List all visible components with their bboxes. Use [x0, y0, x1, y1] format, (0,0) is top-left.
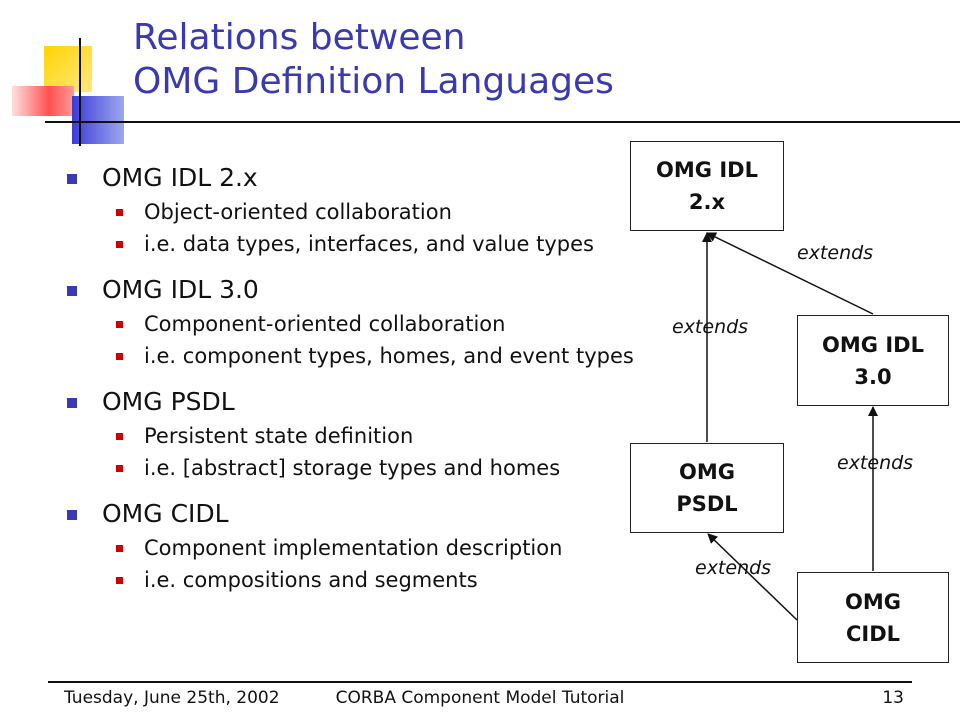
bullet-square-icon — [116, 321, 123, 328]
list-item: Component implementation description — [114, 532, 704, 564]
bullet-square-icon — [67, 398, 77, 408]
arrow-cidl-to-psdl — [707, 533, 798, 621]
section-idl2: OMG IDL 2.x Object-oriented collaboratio… — [64, 160, 704, 260]
section-heading-text: OMG IDL 3.0 — [102, 275, 259, 304]
node-omg-psdl: OMG PSDL — [630, 443, 784, 533]
bullet-square-icon — [67, 174, 77, 184]
slide-title-line2: OMG Definition Languages — [133, 61, 614, 102]
logo-yellow-square — [44, 46, 92, 92]
list-item-text: i.e. compositions and segments — [144, 568, 478, 592]
slide-title: Relations between OMG Definition Languag… — [133, 16, 614, 104]
list-item: Component-oriented collaboration — [114, 308, 704, 340]
footer-date: Tuesday, June 25th, 2002 — [64, 688, 280, 708]
section-heading: OMG IDL 2.x — [64, 160, 704, 196]
logo-red-square — [12, 86, 74, 116]
section-psdl: OMG PSDL Persistent state definition i.e… — [64, 384, 704, 484]
decorative-logo — [0, 0, 140, 150]
edge-label-psdl-idl2: extends — [672, 316, 749, 338]
section-heading: OMG CIDL — [64, 496, 704, 532]
title-divider — [90, 121, 960, 123]
footer-course-title: CORBA Component Model Tutorial — [335, 688, 625, 708]
list-item-text: Component implementation description — [144, 536, 563, 560]
list-item: i.e. data types, interfaces, and value t… — [114, 228, 704, 260]
list-item-text: i.e. component types, homes, and event t… — [144, 344, 634, 368]
node-omg-cidl: OMG CIDL — [797, 572, 949, 663]
edge-label-idl3-idl2: extends — [797, 242, 874, 264]
section-heading-text: OMG PSDL — [102, 387, 235, 416]
section-idl3: OMG IDL 3.0 Component-oriented collabora… — [64, 272, 704, 372]
bullet-square-icon — [116, 545, 123, 552]
list-item-text: i.e. [abstract] storage types and homes — [144, 456, 561, 480]
edge-label-cidl-psdl: extends — [695, 557, 772, 579]
list-item-text: Persistent state definition — [144, 424, 414, 448]
footer-divider — [48, 681, 912, 683]
list-item: i.e. compositions and segments — [114, 564, 704, 596]
node-omg-idl-2x: OMG IDL 2.x — [630, 141, 784, 231]
list-item-text: Object-oriented collaboration — [144, 200, 452, 224]
bullet-square-icon — [67, 510, 77, 520]
list-item: Object-oriented collaboration — [114, 196, 704, 228]
bullet-list: OMG IDL 2.x Object-oriented collaboratio… — [64, 160, 704, 608]
node-label-line1: OMG — [845, 589, 901, 614]
bullet-square-icon — [116, 353, 123, 360]
bullet-square-icon — [116, 433, 123, 440]
bullet-square-icon — [116, 209, 123, 216]
node-label-line2: CIDL — [845, 621, 901, 646]
node-label-line2: 3.0 — [854, 364, 892, 389]
footer-page-number: 13 — [882, 688, 904, 708]
logo-vertical-line — [79, 38, 81, 146]
node-label-line1: OMG IDL — [822, 332, 924, 357]
section-heading-text: OMG CIDL — [102, 499, 229, 528]
list-item: i.e. component types, homes, and event t… — [114, 340, 704, 372]
list-item-text: i.e. data types, interfaces, and value t… — [144, 232, 594, 256]
list-item: Persistent state definition — [114, 420, 704, 452]
list-item: i.e. [abstract] storage types and homes — [114, 452, 704, 484]
bullet-square-icon — [116, 577, 123, 584]
section-cidl: OMG CIDL Component implementation descri… — [64, 496, 704, 596]
node-label-line2: PSDL — [676, 492, 738, 516]
bullet-square-icon — [116, 241, 123, 248]
edge-label-cidl-idl3: extends — [837, 452, 914, 474]
section-heading: OMG IDL 3.0 — [64, 272, 704, 308]
node-label-line2: 2.x — [688, 190, 726, 214]
node-label-line1: OMG IDL — [656, 158, 758, 182]
node-label-line1: OMG — [679, 460, 735, 484]
bullet-square-icon — [67, 286, 77, 296]
node-omg-idl-30: OMG IDL 3.0 — [797, 315, 949, 406]
slide-title-line1: Relations between — [133, 17, 466, 58]
list-item-text: Component-oriented collaboration — [144, 312, 506, 336]
section-heading-text: OMG IDL 2.x — [102, 163, 258, 192]
bullet-square-icon — [116, 465, 123, 472]
arrow-idl3-to-idl2 — [706, 232, 874, 315]
section-heading: OMG PSDL — [64, 384, 704, 420]
